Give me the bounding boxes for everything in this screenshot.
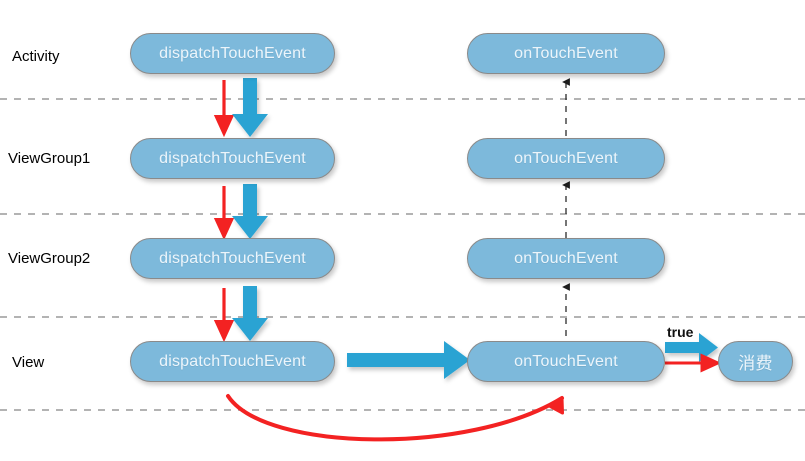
node-consume[interactable]: 消费: [718, 341, 793, 382]
blue-arrow-dispatch-to-ontouch: [347, 341, 470, 379]
row-label-viewgroup2: ViewGroup2: [8, 250, 91, 267]
node-dispatch-viewgroup1[interactable]: dispatchTouchEvent: [130, 138, 335, 179]
node-ontouch-view[interactable]: onTouchEvent: [467, 341, 665, 382]
red-curved-feedback-arrow: [226, 394, 564, 442]
node-dispatch-activity[interactable]: dispatchTouchEvent: [130, 33, 335, 74]
blue-arrow-activity-to-vg1: [232, 78, 268, 137]
node-ontouch-viewgroup1[interactable]: onTouchEvent: [467, 138, 665, 179]
edge-label-true: true: [667, 324, 694, 340]
blue-dispatch-arrows: [232, 78, 268, 341]
row-label-activity: Activity: [12, 48, 60, 65]
node-dispatch-view[interactable]: dispatchTouchEvent: [130, 341, 335, 382]
node-ontouch-activity[interactable]: onTouchEvent: [467, 33, 665, 74]
node-ontouch-viewgroup2[interactable]: onTouchEvent: [467, 238, 665, 279]
node-dispatch-viewgroup2[interactable]: dispatchTouchEvent: [130, 238, 335, 279]
row-label-view: View: [12, 354, 45, 371]
blue-arrow-vg1-to-vg2: [232, 184, 268, 239]
row-label-viewgroup1: ViewGroup1: [8, 150, 91, 167]
blue-arrow-vg2-to-view: [232, 286, 268, 341]
